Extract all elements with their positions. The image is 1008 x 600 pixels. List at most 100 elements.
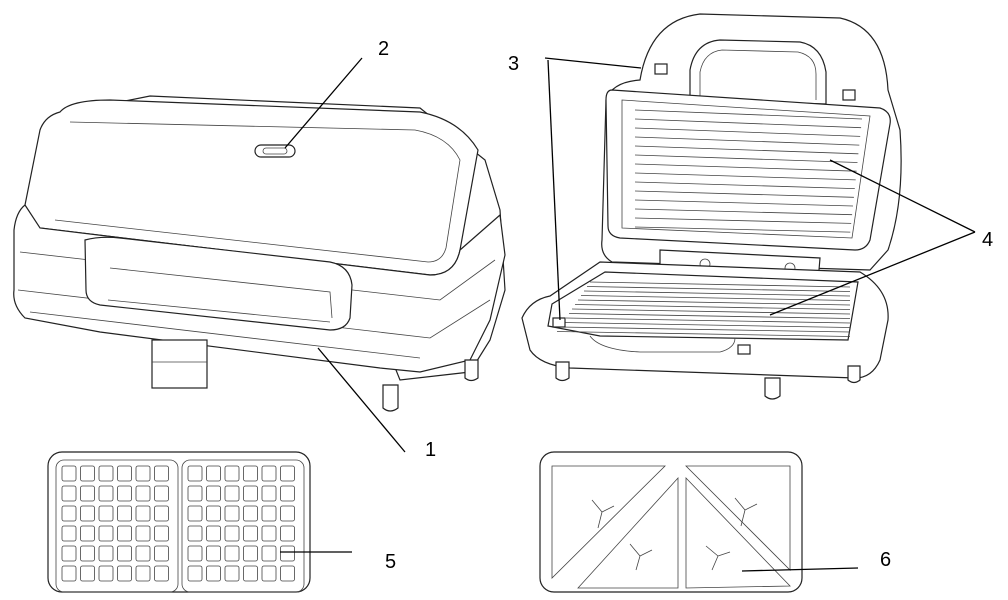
leader-lines: [280, 57, 976, 572]
waffle-cell: [135, 505, 151, 522]
waffle-cell: [187, 485, 203, 502]
closed-handle: [84, 236, 353, 331]
waffle-cell: [80, 485, 95, 502]
callout-1: 1: [425, 439, 436, 461]
latch: [151, 339, 208, 389]
waffle-cell: [261, 565, 277, 582]
callout-6: 6: [880, 549, 891, 571]
ridge-line: [559, 326, 851, 333]
waffle-cell: [117, 525, 132, 542]
callout-3: 3: [508, 53, 519, 75]
callout-4: 4: [982, 229, 993, 251]
sandwich-plate: [539, 451, 803, 593]
waffle-cell: [187, 525, 203, 542]
indicator-light-base-right: [737, 344, 751, 355]
waffle-cell: [98, 465, 114, 482]
waffle-cell: [61, 505, 77, 522]
ridge-line: [577, 299, 851, 306]
waffle-cell: [154, 465, 169, 482]
ridge-line: [634, 208, 853, 216]
ridge-line: [634, 127, 861, 137]
open-appliance: [521, 13, 902, 400]
ridge-line: [571, 308, 851, 315]
upper-plate-ridges: [634, 109, 863, 233]
ridge-line: [634, 154, 858, 163]
ridge-line: [634, 145, 859, 155]
waffle-cell: [243, 545, 258, 562]
ridge-line: [634, 226, 851, 233]
waffle-cell: [243, 505, 258, 522]
ridge-line: [565, 317, 851, 324]
waffle-cell: [117, 545, 132, 562]
ridge-line: [586, 286, 851, 292]
waffle-cell: [206, 465, 221, 482]
triangle-marks: [591, 497, 758, 571]
waffle-cell: [280, 505, 295, 522]
waffle-cell: [206, 565, 221, 582]
ridge-line: [634, 109, 863, 120]
waffle-cell: [98, 505, 114, 522]
indicator-light-top-left: [654, 63, 668, 75]
ridge-line: [556, 331, 851, 337]
waffle-cell: [98, 565, 114, 582]
waffle-cell: [154, 545, 169, 562]
waffle-cell: [224, 465, 240, 482]
waffle-cell: [243, 465, 258, 482]
waffle-cell: [187, 465, 203, 482]
ridge-line: [634, 172, 856, 181]
waffle-cell: [61, 465, 77, 482]
waffle-cell: [261, 465, 277, 482]
indicator-light-base-left: [552, 317, 566, 328]
ridge-line: [634, 217, 852, 224]
ridge-line: [562, 322, 851, 328]
waffle-cell: [280, 485, 295, 502]
ridge-line: [634, 136, 860, 146]
lid-release-button: [254, 144, 296, 158]
waffle-cell: [224, 565, 240, 582]
waffle-cell: [61, 545, 77, 562]
waffle-cell: [261, 485, 277, 502]
waffle-cell: [135, 545, 151, 562]
indicator-light-top-right: [842, 89, 856, 101]
lower-grill-plate: [547, 271, 859, 341]
waffle-cell: [261, 505, 277, 522]
waffle-cell: [243, 485, 258, 502]
waffle-cell: [206, 545, 221, 562]
ridge-line: [574, 304, 851, 310]
callout-2: 2: [378, 38, 389, 60]
ridge-line: [634, 181, 855, 189]
waffle-cell: [135, 485, 151, 502]
waffle-cell: [61, 565, 77, 582]
waffle-cell: [80, 505, 95, 522]
waffle-cell: [135, 525, 151, 542]
waffle-cell: [224, 545, 240, 562]
ridge-line: [583, 290, 851, 297]
waffle-grid: [61, 465, 295, 582]
waffle-cell: [98, 545, 114, 562]
waffle-cell: [80, 525, 95, 542]
waffle-cell: [280, 525, 295, 542]
ridge-line: [634, 190, 854, 198]
waffle-cell: [117, 505, 132, 522]
waffle-cell: [261, 545, 277, 562]
waffle-cell: [154, 485, 169, 502]
ridge-line: [634, 199, 854, 207]
lower-plate-ridges: [556, 281, 851, 337]
callout-5: 5: [385, 551, 396, 573]
waffle-cell: [224, 525, 240, 542]
waffle-cell: [224, 505, 240, 522]
ridge-line: [589, 281, 851, 288]
waffle-cell: [80, 565, 95, 582]
waffle-cell: [61, 485, 77, 502]
waffle-cell: [117, 485, 132, 502]
waffle-cell: [187, 505, 203, 522]
waffle-cell: [187, 545, 203, 562]
waffle-cell: [61, 525, 77, 542]
waffle-cell: [206, 505, 221, 522]
waffle-cell: [80, 465, 95, 482]
waffle-cell: [224, 485, 240, 502]
waffle-cell: [98, 525, 114, 542]
waffle-cell: [154, 505, 169, 522]
waffle-plate: [47, 451, 311, 593]
waffle-cell: [117, 565, 132, 582]
